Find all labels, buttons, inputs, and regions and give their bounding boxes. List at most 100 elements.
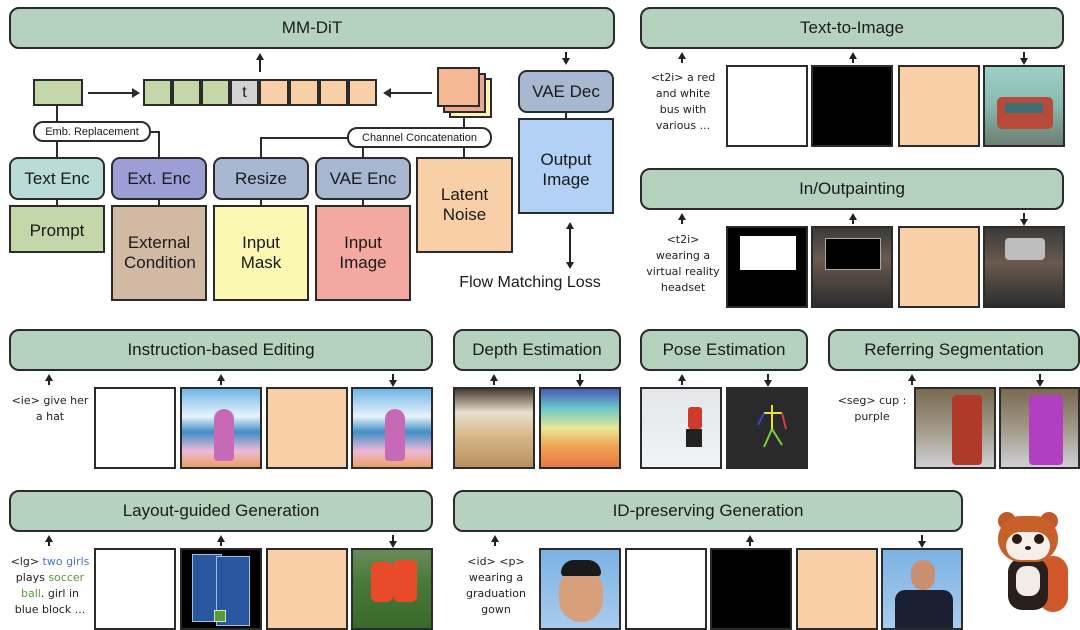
arrow-up-icon bbox=[678, 213, 686, 220]
pose-skeleton-icon bbox=[757, 405, 787, 448]
arrow-down-icon bbox=[562, 58, 570, 65]
output-image-beach-girl-hat bbox=[351, 387, 433, 469]
task-banner-instruction-editing: Instruction-based Editing bbox=[9, 329, 433, 371]
mascot-belly bbox=[1016, 566, 1040, 596]
mascot-eye-right bbox=[1034, 534, 1044, 544]
sequence-token bbox=[319, 79, 348, 106]
arrow-left-icon bbox=[383, 88, 391, 98]
arrow-up-icon bbox=[678, 52, 686, 59]
mascot-eye-left bbox=[1012, 534, 1022, 544]
task-prompt-text: <t2i> a red and white bus with various .… bbox=[650, 71, 716, 132]
connector bbox=[151, 131, 160, 133]
gown-shape bbox=[895, 590, 953, 628]
arrow-up-icon bbox=[45, 374, 53, 381]
connector bbox=[158, 131, 160, 157]
arrow-up-icon bbox=[491, 535, 499, 542]
arrow-down-icon bbox=[767, 374, 769, 381]
face-shape bbox=[911, 560, 935, 590]
arrow-down-icon bbox=[389, 541, 397, 548]
arrow-up-icon bbox=[849, 52, 857, 59]
arrow-up-icon bbox=[220, 378, 222, 385]
tile-latent bbox=[266, 387, 348, 469]
layout-boxes-image bbox=[180, 548, 262, 630]
text-encoder: Text Enc bbox=[9, 157, 105, 200]
output-pose-skeleton bbox=[726, 387, 808, 469]
red-panda-mascot bbox=[990, 510, 1070, 620]
connector bbox=[463, 118, 465, 128]
connector bbox=[56, 142, 58, 157]
mask-hole bbox=[740, 236, 796, 270]
arrow-line bbox=[390, 92, 432, 94]
arrow-up-icon bbox=[566, 222, 574, 229]
connector bbox=[56, 106, 58, 122]
output-depth-map bbox=[539, 387, 621, 469]
connector bbox=[56, 200, 58, 205]
task-prompt-text: <id> <p> wearing a graduation gown bbox=[465, 555, 526, 616]
figure-shape bbox=[385, 409, 405, 461]
arrow-up-icon bbox=[681, 217, 683, 224]
arrow-up-icon bbox=[45, 535, 53, 542]
player-shape bbox=[371, 562, 393, 602]
cup-shape bbox=[952, 395, 982, 465]
arrow-down-icon bbox=[918, 541, 926, 548]
connector bbox=[362, 200, 364, 205]
output-image-vr-headset bbox=[983, 226, 1065, 308]
tile-blank bbox=[726, 65, 808, 147]
arrow-down-icon bbox=[1023, 213, 1025, 220]
vae-decoder: VAE Dec bbox=[518, 70, 614, 113]
arrow-up-icon bbox=[217, 535, 225, 542]
task-prompt-text: <t2i> wearing a virtual reality headset bbox=[646, 233, 720, 294]
channel-concatenation-label: Channel Concatenation bbox=[347, 127, 492, 148]
arrow-up-icon bbox=[908, 374, 916, 381]
arrow-down-icon bbox=[1020, 58, 1028, 65]
output-image-graduation bbox=[881, 548, 963, 630]
latent-noise-box: Latent Noise bbox=[416, 157, 513, 253]
skier-shape bbox=[688, 407, 702, 429]
arrow-down-icon bbox=[579, 374, 581, 381]
task-banner-pose-estimation: Pose Estimation bbox=[640, 329, 808, 371]
connector bbox=[463, 148, 465, 157]
connector bbox=[565, 113, 567, 118]
arrow-up-icon bbox=[681, 56, 683, 63]
output-image-box: Output Image bbox=[518, 118, 614, 214]
arrow-up-icon bbox=[681, 378, 683, 385]
arrow-down-icon bbox=[565, 52, 567, 60]
stacked-latent-front bbox=[437, 67, 480, 107]
arrow-up-icon bbox=[852, 217, 854, 224]
arrow-down-icon bbox=[576, 380, 584, 387]
arrow-down-icon bbox=[1039, 374, 1041, 381]
arrow-up-icon bbox=[746, 535, 754, 542]
tile-latent bbox=[266, 548, 348, 630]
task-banner-referring-segmentation: Referring Segmentation bbox=[828, 329, 1080, 371]
sequence-token bbox=[201, 79, 230, 106]
text-embedding-token bbox=[33, 79, 83, 106]
tile-blank bbox=[94, 387, 176, 469]
arrow-up-icon bbox=[256, 53, 264, 60]
input-mask-box: Input Mask bbox=[213, 205, 309, 301]
arrow-down-icon bbox=[1036, 380, 1044, 387]
arrow-up-icon bbox=[678, 374, 686, 381]
arrow-up-icon bbox=[217, 374, 225, 381]
tile-black bbox=[710, 548, 792, 630]
timestep-token: t bbox=[230, 79, 259, 106]
output-segmented-cup bbox=[999, 387, 1080, 469]
arrow-down-icon bbox=[392, 535, 394, 542]
mascot-nose bbox=[1025, 546, 1031, 550]
sequence-token bbox=[143, 79, 172, 106]
arrow-down-icon bbox=[566, 262, 574, 269]
arrow-up-icon bbox=[490, 374, 498, 381]
tile-blank bbox=[94, 548, 176, 630]
prompt-box: Prompt bbox=[9, 205, 105, 253]
mmdit-title: MM-DiT bbox=[281, 18, 343, 37]
arrow-up-icon bbox=[48, 539, 50, 546]
hair-shape bbox=[561, 560, 601, 576]
task-prompt-text: <ie> give her a hat bbox=[11, 394, 89, 423]
tile-mask bbox=[726, 226, 808, 308]
arrow-up-icon bbox=[852, 56, 854, 63]
input-image-beach-girl bbox=[180, 387, 262, 469]
skier-legs bbox=[686, 429, 702, 447]
sequence-token bbox=[348, 79, 377, 106]
emb-replacement-label: Emb. Replacement bbox=[33, 121, 151, 142]
input-image-skier bbox=[640, 387, 722, 469]
tile-blank bbox=[625, 548, 707, 630]
